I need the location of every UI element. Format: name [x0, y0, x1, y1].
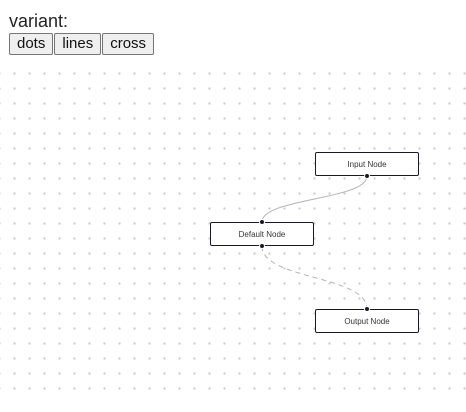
default-node-target-handle[interactable] — [259, 219, 265, 225]
input-node-label: Input Node — [347, 159, 387, 169]
default-node-label: Default Node — [238, 229, 286, 239]
variant-dots-button[interactable]: dots — [9, 33, 54, 55]
variant-label: variant: — [9, 11, 69, 31]
default-node-source-handle[interactable] — [259, 243, 265, 249]
input-node-source-handle[interactable] — [364, 173, 370, 179]
default-node[interactable]: Default Node — [210, 219, 314, 249]
variant-cross-button[interactable]: cross — [102, 33, 155, 55]
output-node-target-handle[interactable] — [364, 306, 370, 312]
input-node[interactable]: Input Node — [315, 152, 419, 179]
variant-toolbar: variant: dots lines cross — [9, 10, 155, 55]
output-node[interactable]: Output Node — [315, 306, 419, 333]
output-node-label: Output Node — [344, 316, 390, 326]
variant-button-group: dots lines cross — [9, 33, 155, 55]
variant-lines-button[interactable]: lines — [54, 33, 102, 55]
